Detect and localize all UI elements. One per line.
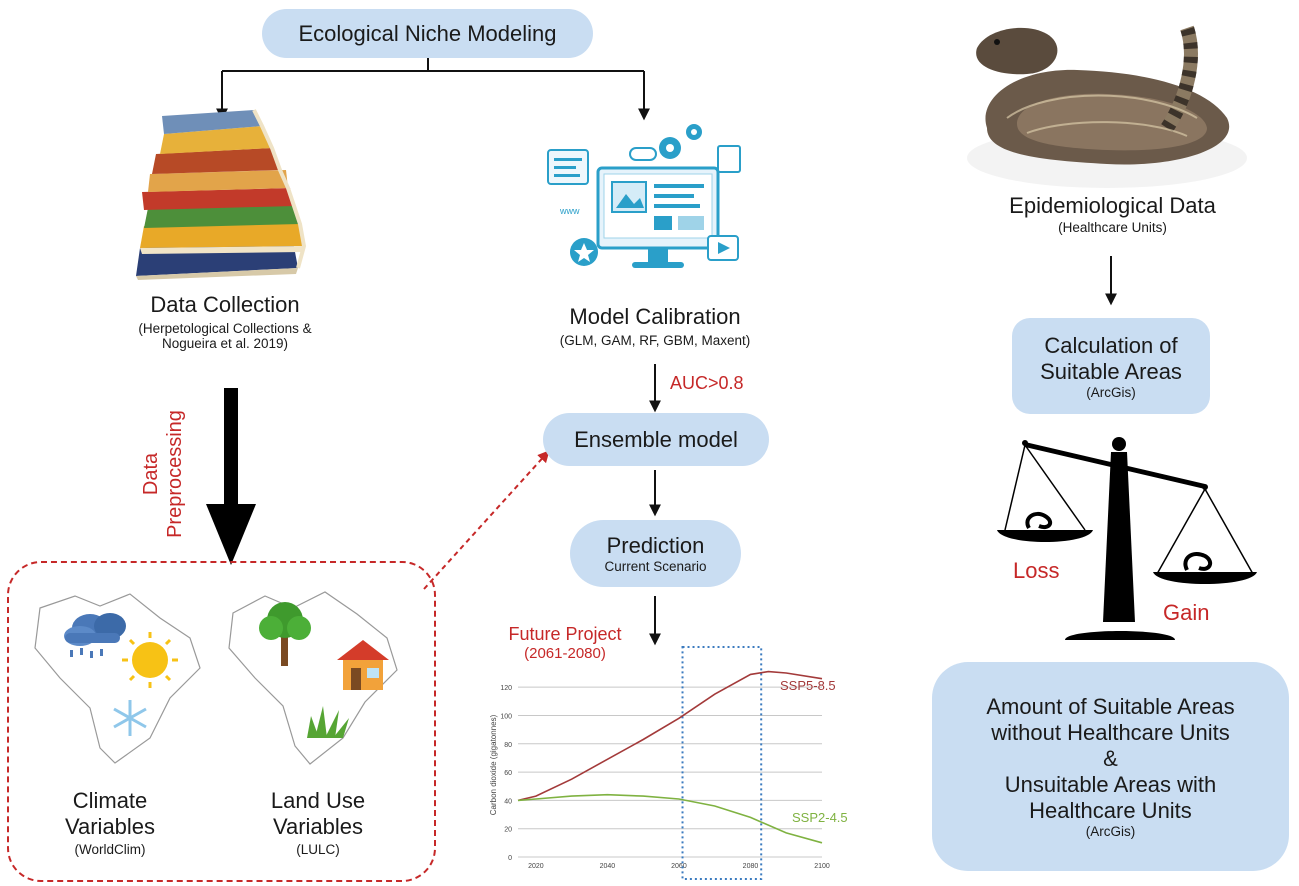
loss-label: Loss (1013, 558, 1060, 583)
y-tick-label: 20 (504, 827, 512, 834)
result-line3: & (1103, 746, 1118, 771)
snake-coil-left-icon (1025, 511, 1053, 530)
rain-cloud-icon (64, 613, 126, 658)
landuse-source: (LULC) (296, 842, 340, 857)
title-pill: Ecological Niche Modeling (262, 9, 593, 58)
landuse-variables-line2: Variables (272, 814, 364, 839)
svg-text:www: www (559, 206, 580, 216)
page-title: Ecological Niche Modeling (298, 20, 557, 46)
calc-suitable-pill: Calculation of Suitable Areas (ArcGis) (1012, 318, 1210, 414)
y-axis-label: Carbon dioxide (gigatonnes) (489, 714, 498, 815)
data-preprocessing-label: Data Preprocessing (140, 410, 186, 538)
future-period-highlight (681, 646, 763, 880)
model-algorithms: (GLM, GAM, RF, GBM, Maxent) (559, 333, 751, 348)
x-tick-label: 2020 (528, 863, 544, 870)
prediction-subtitle: Current Scenario (604, 559, 707, 574)
epi-data-subtitle: (Healthcare Units) (1058, 220, 1167, 235)
x-tick-label: 2040 (600, 863, 616, 870)
y-tick-label: 80 (504, 742, 512, 749)
epi-data-title: Epidemiological Data (1009, 193, 1216, 218)
result-line1: Amount of Suitable Areas (986, 694, 1235, 719)
y-tick-label: 0 (508, 855, 512, 862)
grass-icon (307, 706, 349, 738)
result-line4: Unsuitable Areas with (1004, 772, 1217, 797)
data-collection-title: Data Collection (150, 292, 300, 317)
y-tick-label: 60 (504, 770, 512, 777)
gear-icon (659, 124, 702, 159)
ensemble-label: Ensemble model (574, 426, 738, 452)
series-label: SSP2-4.5 (792, 810, 848, 825)
landuse-map (228, 591, 398, 765)
ensemble-pill: Ensemble model (543, 413, 769, 466)
x-tick-label: 2080 (743, 863, 759, 870)
prediction-label: Prediction (606, 533, 705, 558)
snake-image (967, 25, 1247, 188)
gain-label: Gain (1163, 600, 1210, 625)
series-label: SSP5-8.5 (780, 678, 836, 693)
climate-map (34, 593, 201, 764)
auc-threshold: AUC>0.8 (670, 373, 744, 393)
snowflake-icon (113, 700, 147, 736)
y-tick-label: 100 (500, 713, 512, 720)
sun-icon (122, 632, 178, 688)
calc-line2: Suitable Areas (1040, 358, 1182, 384)
model-calibration-title: Model Calibration (569, 304, 741, 329)
result-pill: Amount of Suitable Areas without Healthc… (932, 662, 1289, 871)
computer-modeling-icon: www (547, 124, 741, 268)
preprocessing-arrow (206, 388, 256, 565)
prediction-pill: Prediction Current Scenario (570, 520, 741, 587)
books-icon (136, 109, 307, 280)
balance-scale-icon (997, 437, 1257, 640)
y-tick-label: 40 (504, 798, 512, 805)
tree-icon (259, 602, 311, 666)
variables-box (7, 561, 436, 882)
calc-line1: Calculation of (1044, 332, 1178, 358)
y-tick-label: 120 (500, 685, 512, 692)
calc-subtitle: (ArcGis) (1086, 384, 1136, 400)
data-collection-subtitle-1: (Herpetological Collections & (138, 321, 312, 336)
climate-variables-line2: Variables (64, 814, 156, 839)
data-collection-subtitle-2: Nogueira et al. 2019) (161, 336, 289, 351)
series-line-ssp2-4.5 (517, 793, 823, 844)
dashed-arrow-to-ensemble (423, 450, 550, 590)
result-line2: without Healthcare Units (991, 720, 1230, 745)
series-line-ssp5-8.5 (517, 670, 823, 802)
climate-source: (WorldClim) (74, 842, 146, 857)
x-tick-label: 2060 (671, 863, 687, 870)
climate-variables-line1: Climate (72, 788, 148, 813)
future-project-years: (2061-2080) (524, 645, 606, 662)
result-subtitle: (ArcGis) (1085, 824, 1136, 839)
future-project-label: Future Project (508, 624, 622, 644)
x-tick-label: 2100 (814, 863, 830, 870)
house-icon (337, 640, 389, 690)
landuse-variables-line1: Land Use (270, 788, 366, 813)
snake-coil-right-icon (1183, 551, 1213, 571)
result-line5: Healthcare Units (1029, 798, 1192, 823)
